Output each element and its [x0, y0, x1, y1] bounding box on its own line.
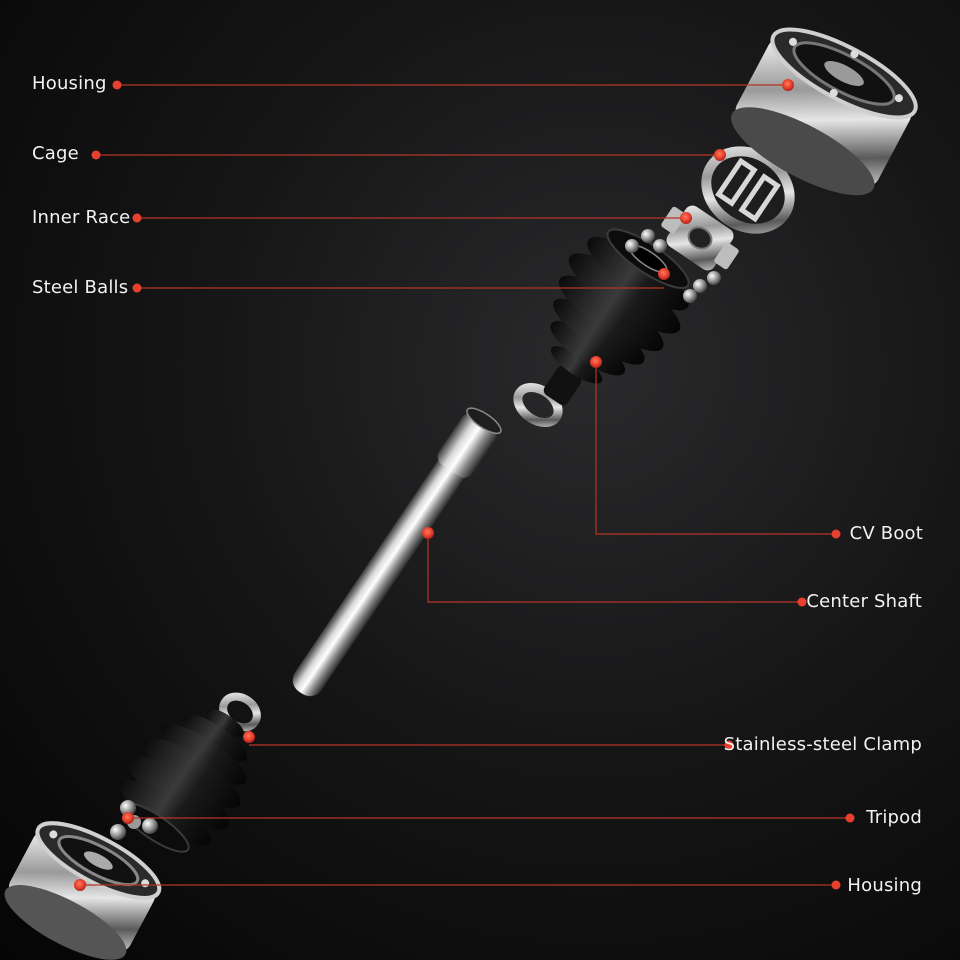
dot-cage-label: [91, 150, 101, 160]
top-housing-part: [731, 27, 918, 196]
dot-tripod-label: [845, 813, 855, 823]
dot-cage-part: [714, 149, 726, 161]
bottom-housing-part: [4, 821, 162, 960]
label-stainless-clamp: Stainless-steel Clamp: [723, 734, 922, 755]
dot-cv-boot-part: [590, 356, 602, 368]
label-cv-boot: CV Boot: [849, 523, 923, 544]
lower-cv-boot-part: [119, 708, 248, 853]
leader-cv-boot: [595, 362, 836, 535]
leader-lines: [80, 84, 850, 886]
label-center-shaft: Center Shaft: [806, 591, 922, 612]
label-cage: Cage: [32, 143, 79, 164]
dot-center-shaft-label: [797, 597, 807, 607]
dot-housing-top-part: [782, 79, 794, 91]
dot-cv-boot-label: [831, 529, 841, 539]
label-housing-bottom: Housing: [847, 875, 922, 896]
dot-center-shaft-part: [422, 527, 434, 539]
leader-center-shaft: [427, 533, 802, 603]
dot-stainless-clamp-label: [724, 740, 734, 750]
dot-inner-race-label: [132, 213, 142, 223]
dot-housing-bottom-part: [74, 879, 86, 891]
label-inner-race: Inner Race: [32, 207, 131, 228]
dot-inner-race-part: [680, 212, 692, 224]
dot-tripod-part: [122, 812, 134, 824]
dot-steel-balls-label: [132, 283, 142, 293]
dot-housing-top-label: [112, 80, 122, 90]
dot-stainless-clamp-part: [243, 731, 255, 743]
label-tripod: Tripod: [866, 807, 922, 828]
center-shaft-part: [292, 407, 502, 697]
dot-housing-bottom-label: [831, 880, 841, 890]
dot-steel-balls-part: [658, 268, 670, 280]
callout-dots: [74, 79, 855, 891]
label-steel-balls: Steel Balls: [32, 277, 129, 298]
label-housing-top: Housing: [32, 73, 107, 94]
